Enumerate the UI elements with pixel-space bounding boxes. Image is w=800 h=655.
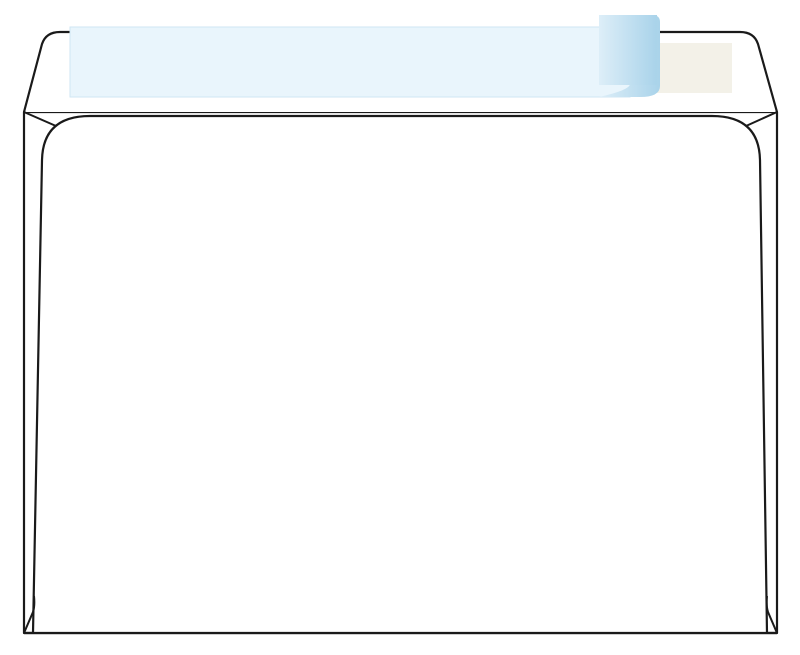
peel-strip-curl-face — [599, 15, 657, 85]
right-side-fold — [745, 111, 778, 634]
envelope-front-panel — [31, 114, 769, 634]
peel-strip — [69, 26, 631, 98]
left-side-fold — [23, 111, 57, 634]
adhesive-strip — [655, 43, 732, 93]
